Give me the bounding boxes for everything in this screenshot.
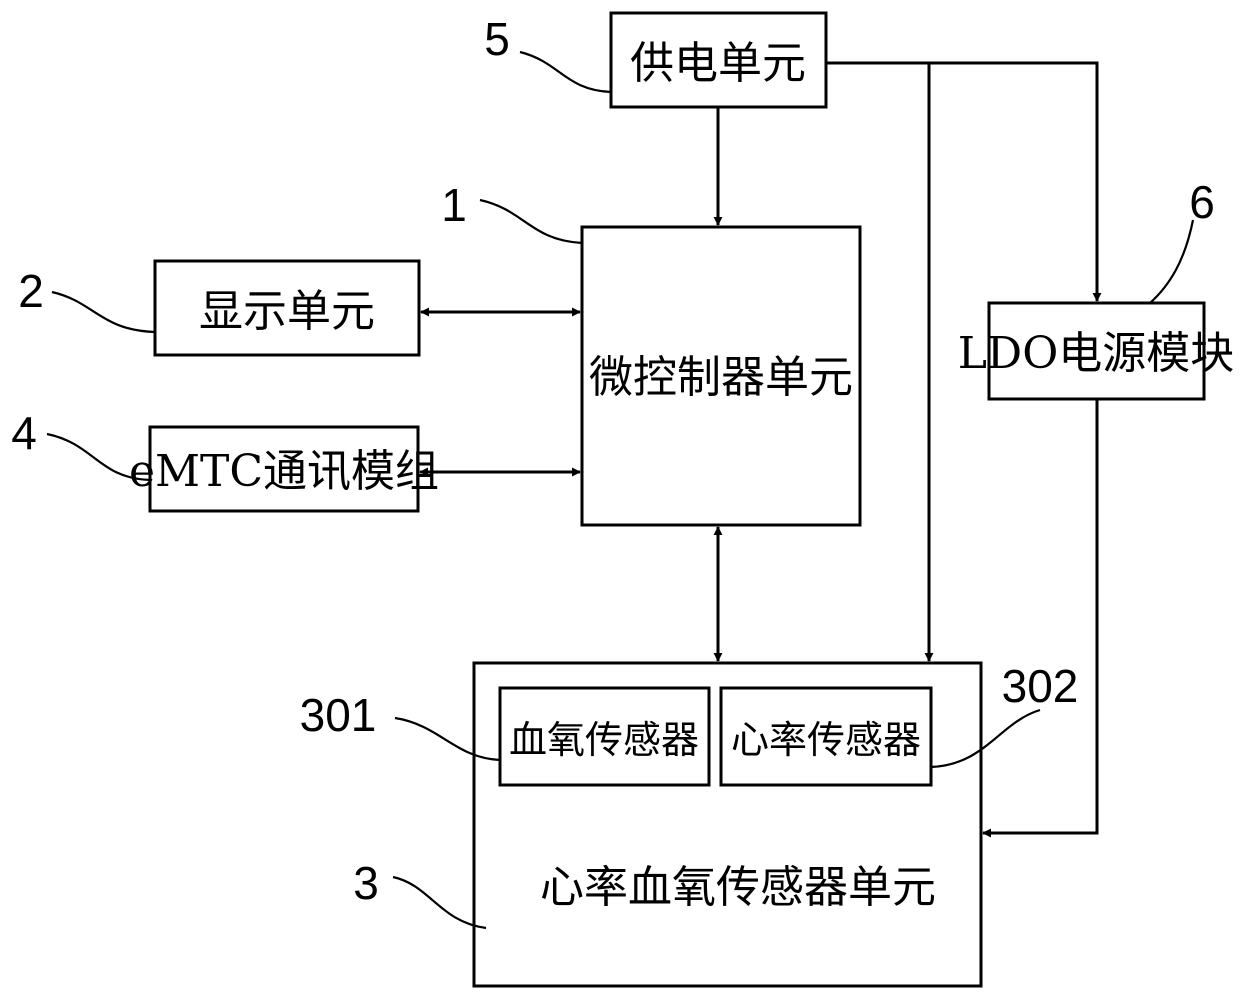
ref-5: 5 — [484, 13, 510, 65]
ref-6: 6 — [1189, 176, 1215, 228]
spo2-sensor-block: 血氧传感器 — [500, 688, 709, 785]
emtc-label: eMTC通讯模组 — [129, 446, 439, 497]
hr-sensor-block: 心率传感器 — [721, 688, 931, 785]
leader-2 — [52, 292, 155, 332]
leader-5 — [520, 52, 611, 92]
leader-3 — [393, 877, 486, 928]
ref-301: 301 — [300, 689, 377, 741]
ldo-block: LDO电源模块 — [958, 303, 1235, 399]
spo2-sensor-label: 血氧传感器 — [509, 718, 699, 762]
display-label: 显示单元 — [199, 286, 375, 337]
power-supply-block: 供电单元 — [611, 13, 826, 107]
arrow-ldo-to-sensor-unit — [983, 399, 1097, 833]
ldo-label: LDO电源模块 — [958, 328, 1235, 379]
ref-4: 4 — [11, 407, 37, 459]
ref-3: 3 — [353, 857, 379, 909]
display-block: 显示单元 — [155, 261, 419, 355]
sensor-unit-label: 心率血氧传感器单元 — [540, 862, 936, 913]
emtc-block: eMTC通讯模组 — [129, 427, 439, 511]
microcontroller-block: 微控制器单元 — [582, 227, 860, 525]
power-supply-label: 供电单元 — [630, 38, 806, 89]
leader-1 — [480, 200, 582, 243]
ref-302: 302 — [1002, 660, 1079, 712]
ref-1: 1 — [441, 179, 467, 231]
microcontroller-label: 微控制器单元 — [589, 352, 853, 403]
ref-2: 2 — [18, 265, 44, 317]
leader-6 — [1150, 220, 1193, 303]
hr-sensor-label: 心率传感器 — [731, 718, 921, 762]
arrow-power-to-ldo — [826, 63, 1097, 301]
